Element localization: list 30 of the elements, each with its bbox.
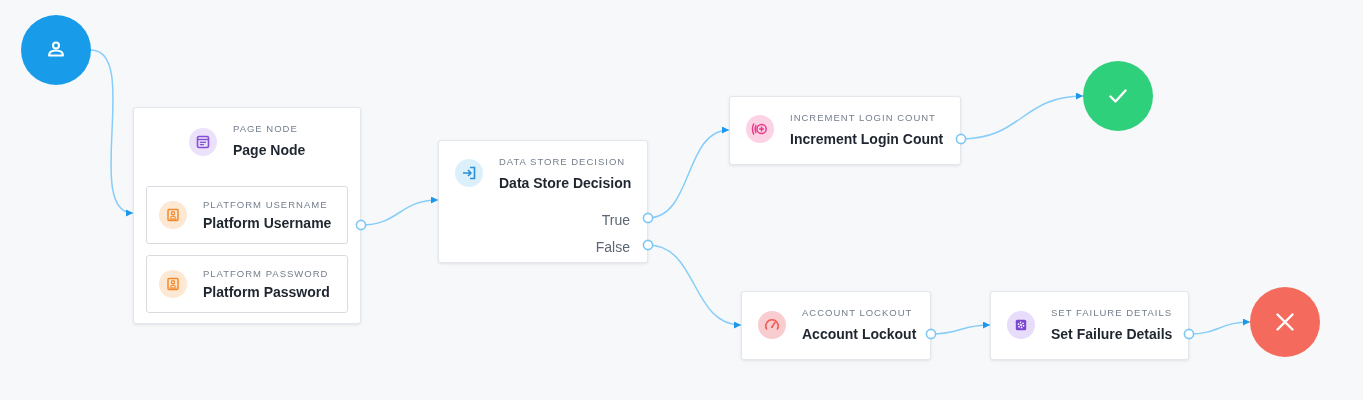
nested-node-card xyxy=(146,186,348,244)
decision-node-card xyxy=(438,140,648,263)
node-title: Increment Login Count xyxy=(790,130,944,148)
arrow xyxy=(1183,318,1251,340)
node-title: Platform Username xyxy=(203,214,332,232)
node-card xyxy=(729,96,961,165)
node-title: Page Node xyxy=(233,141,306,159)
node-type-label: PAGE NODE xyxy=(233,123,298,135)
arrow xyxy=(355,196,439,231)
page-node-card xyxy=(133,107,361,324)
arrow xyxy=(642,127,730,224)
node-type-label: INCREMENT LOGIN COUNT xyxy=(790,112,936,124)
node-title: Set Failure Details xyxy=(1051,325,1173,343)
node-type-label: PLATFORM PASSWORD xyxy=(203,268,329,280)
node-card xyxy=(990,291,1189,360)
node-type-label: ACCOUNT LOCKOUT xyxy=(802,307,913,319)
outcome-label: False xyxy=(595,238,630,256)
node-type-label: DATA STORE DECISION xyxy=(499,156,626,168)
arrow xyxy=(642,239,742,328)
arrow xyxy=(90,49,134,215)
node-title: Data Store Decision xyxy=(499,174,632,192)
node-type-label: PLATFORM USERNAME xyxy=(203,199,328,211)
nested-node-card xyxy=(146,255,348,313)
node-type-label: SET FAILURE DETAILS xyxy=(1051,307,1173,319)
node-title: Account Lockout xyxy=(802,325,917,343)
node-title: Platform Password xyxy=(203,283,330,301)
node-card xyxy=(741,291,931,360)
outcome-label: True xyxy=(601,211,630,229)
arrow xyxy=(925,321,991,340)
arrow xyxy=(955,92,1084,145)
